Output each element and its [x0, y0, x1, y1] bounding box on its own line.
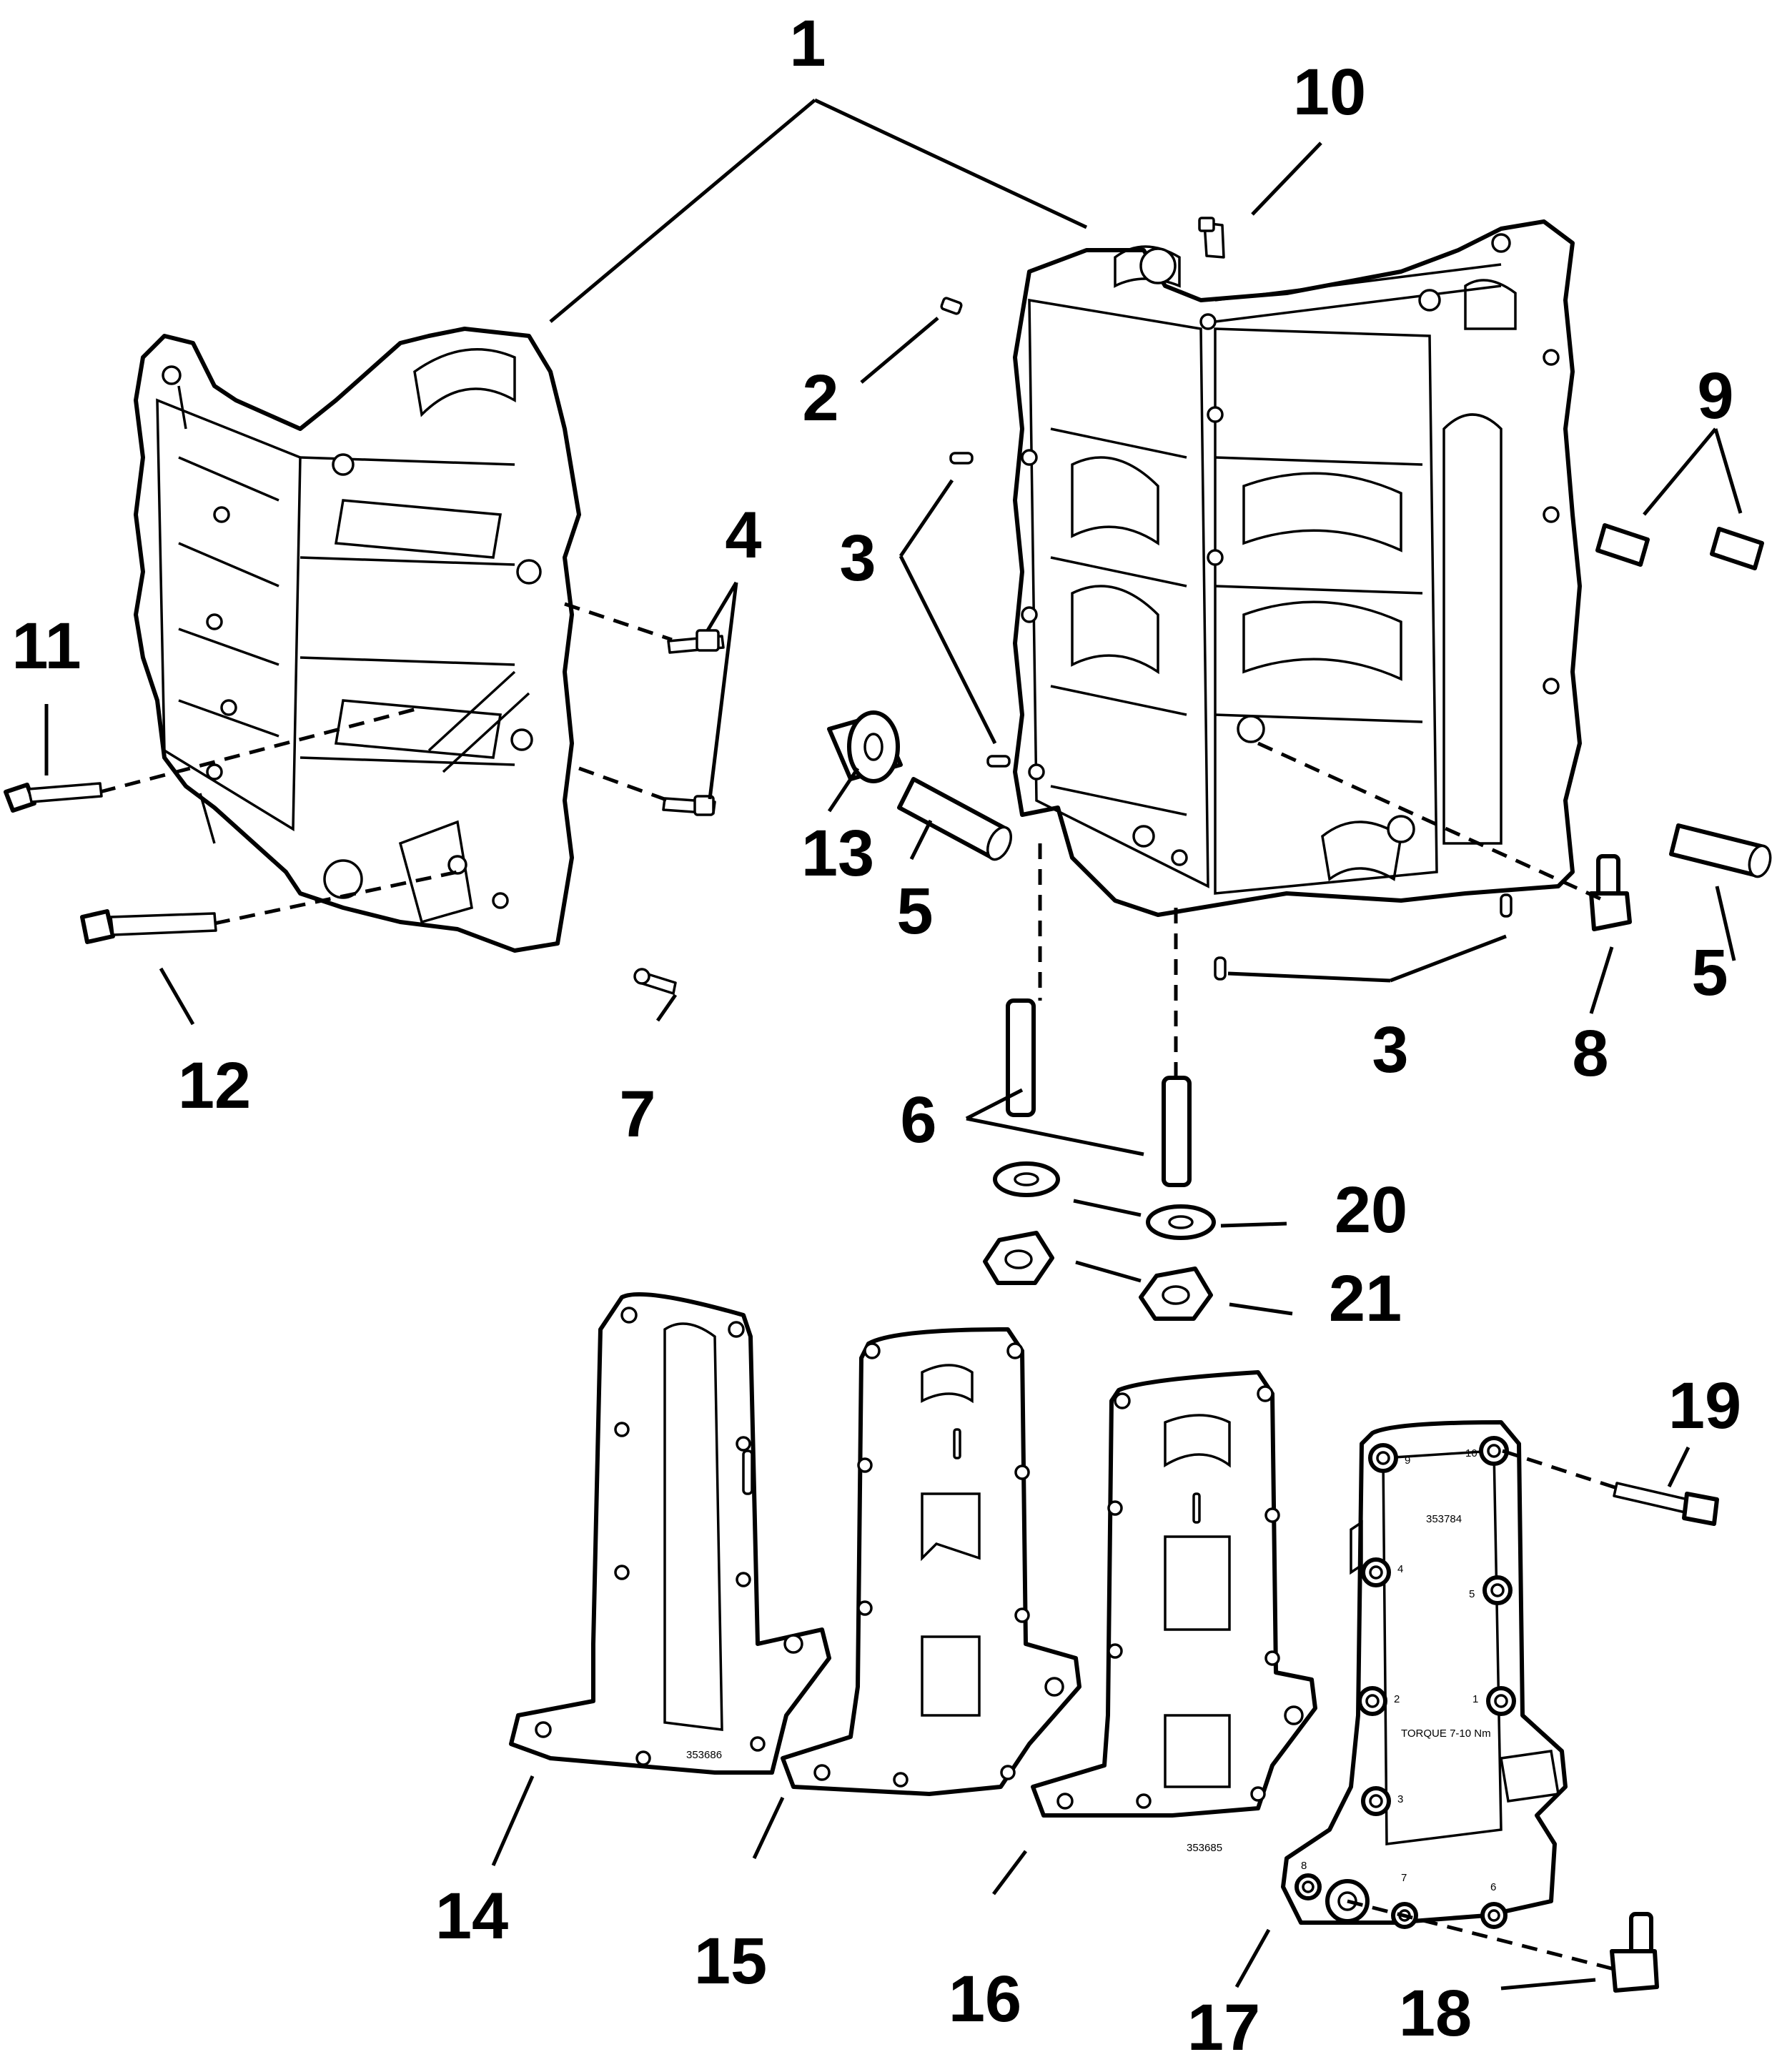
callout-18: 18	[1399, 1977, 1472, 2050]
callout-11: 11	[11, 610, 81, 683]
bushing-part-13	[827, 710, 903, 783]
nut-part-21	[983, 1231, 1213, 1321]
bolt-seq-8: 8	[1301, 1860, 1307, 1872]
callout-3-lower: 3	[1372, 1013, 1408, 1086]
callout-8: 8	[1572, 1017, 1608, 1090]
gasket-16-marking: 353685	[1187, 1842, 1222, 1854]
bolt-seq-9: 9	[1405, 1454, 1410, 1467]
cover-torque-marking: TORQUE 7-10 Nm	[1401, 1728, 1491, 1740]
bolt-seq-7: 7	[1401, 1872, 1407, 1884]
fitting-part-10	[1198, 217, 1225, 259]
callout-2: 2	[802, 362, 838, 435]
callout-9: 9	[1697, 360, 1733, 432]
pin-part-6	[1006, 998, 1192, 1187]
exhaust-cover-part-17: 353784 TORQUE 7-10 Nm 9 10 4 5 2 1 3 8 7…	[1281, 1420, 1568, 1929]
fitting-part-7	[633, 968, 677, 995]
bolt-seq-6: 6	[1490, 1881, 1496, 1893]
callout-20: 20	[1335, 1174, 1407, 1246]
callout-7: 7	[619, 1078, 655, 1151]
callout-12: 12	[178, 1049, 251, 1122]
callout-5-right: 5	[1691, 936, 1728, 1009]
crankcase-left-half	[134, 327, 581, 953]
washer-part-20	[993, 1161, 1216, 1240]
bolt-seq-3: 3	[1397, 1793, 1403, 1805]
elbow-fitting-part-8	[1589, 854, 1632, 931]
plug-part-9	[1595, 523, 1764, 570]
gasket-part-14: 353686	[509, 1292, 831, 1775]
leader-lines	[44, 98, 1743, 1991]
callout-6: 6	[900, 1084, 936, 1156]
callout-17: 17	[1187, 1991, 1260, 2064]
bolt-seq-10: 10	[1465, 1447, 1477, 1459]
bolt-seq-5: 5	[1469, 1588, 1475, 1600]
bolt-part-11	[4, 782, 103, 813]
bolt-part-12	[80, 909, 217, 944]
bolt-seq-4: 4	[1397, 1563, 1403, 1575]
callout-15: 15	[694, 1925, 767, 1998]
gasket-part-16: 353685	[1031, 1370, 1317, 1854]
callout-5-left: 5	[896, 875, 933, 948]
gasket-14-marking: 353686	[686, 1749, 722, 1761]
callout-21: 21	[1329, 1262, 1402, 1335]
callout-labels: 1 10 2 9 4 3 11 13 5 5 3 8 12 7 6 20 21 …	[11, 7, 1741, 2064]
callout-3-upper: 3	[839, 522, 876, 595]
cover-part-number: 353784	[1426, 1513, 1462, 1525]
callout-13: 13	[801, 817, 874, 890]
callout-1: 1	[789, 7, 826, 80]
bolt-part-19	[1613, 1482, 1719, 1526]
callout-19: 19	[1668, 1369, 1741, 1442]
elbow-fitting-part-18	[1610, 1912, 1659, 1993]
assembly-dashed-lines	[99, 602, 1618, 1971]
callout-14: 14	[435, 1880, 508, 1953]
callout-16: 16	[949, 1963, 1021, 2036]
bolt-seq-1: 1	[1472, 1693, 1478, 1705]
dowel-pin-part-3	[949, 452, 1513, 981]
fitting-part-2	[940, 297, 963, 315]
gasket-part-15	[781, 1327, 1081, 1796]
callout-4: 4	[725, 499, 761, 572]
tube-part-5	[897, 777, 1772, 878]
callout-10: 10	[1293, 56, 1366, 129]
stud-part-4	[662, 629, 725, 816]
bolt-seq-2: 2	[1394, 1693, 1400, 1705]
cylinder-block-right-half	[1013, 219, 1582, 917]
